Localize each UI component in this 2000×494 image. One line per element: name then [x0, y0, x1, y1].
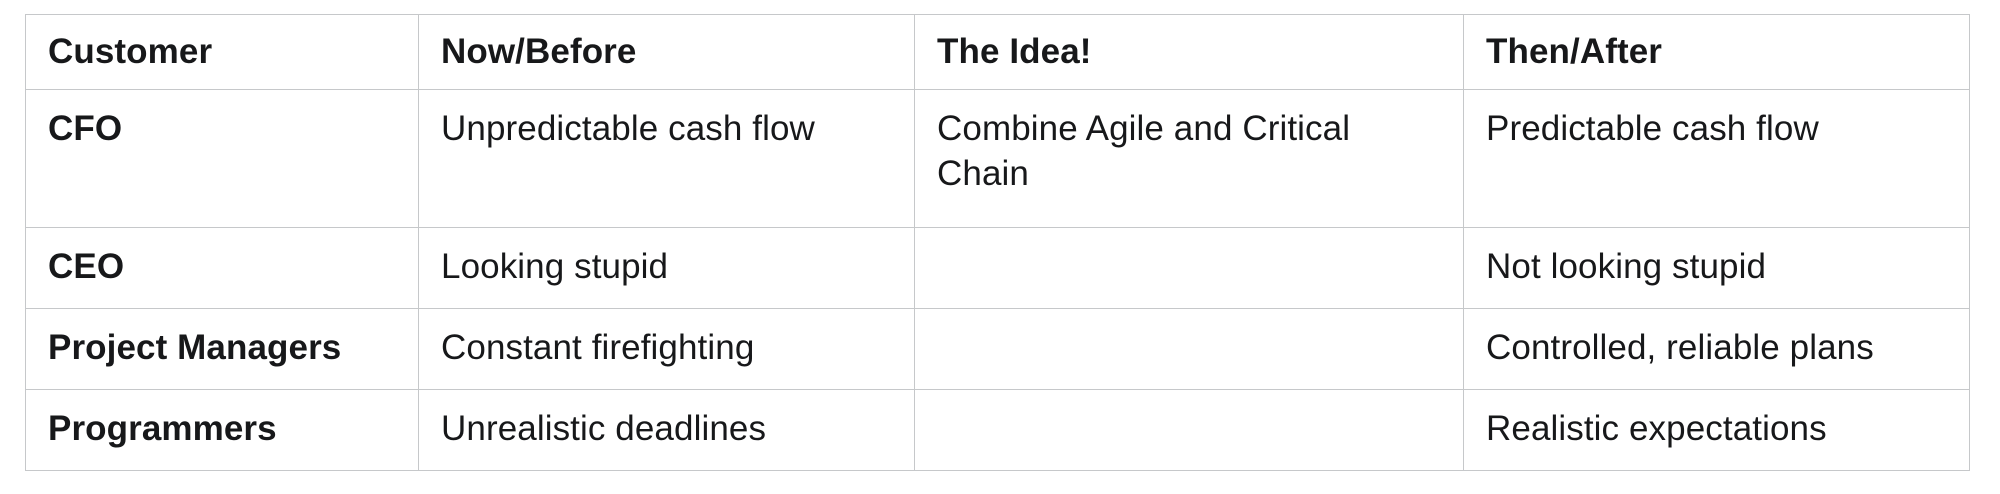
column-header-now-before: Now/Before [418, 14, 915, 90]
cell-now-before: Constant firefighting [418, 307, 915, 390]
table-row: Programmers Unrealistic deadlines Realis… [25, 388, 1970, 471]
column-header-the-idea: The Idea! [914, 14, 1464, 90]
cell-then-after: Controlled, reliable plans [1463, 307, 1970, 390]
cell-the-idea: Combine Agile and Critical Chain [914, 88, 1464, 228]
cell-customer: Programmers [25, 388, 419, 471]
table-header-row: Customer Now/Before The Idea! Then/After [25, 14, 1970, 90]
table-row: CFO Unpredictable cash flow Combine Agil… [25, 88, 1970, 228]
comparison-table: Customer Now/Before The Idea! Then/After… [25, 14, 1970, 471]
cell-then-after: Realistic expectations [1463, 388, 1970, 471]
cell-now-before: Looking stupid [418, 226, 915, 309]
column-header-then-after: Then/After [1463, 14, 1970, 90]
cell-the-idea [914, 307, 1464, 390]
table-row: CEO Looking stupid Not looking stupid [25, 226, 1970, 309]
table-header: Customer Now/Before The Idea! Then/After [25, 14, 1970, 90]
cell-then-after: Predictable cash flow [1463, 88, 1970, 228]
cell-now-before: Unrealistic deadlines [418, 388, 915, 471]
cell-then-after: Not looking stupid [1463, 226, 1970, 309]
cell-the-idea [914, 388, 1464, 471]
table-body: CFO Unpredictable cash flow Combine Agil… [25, 88, 1970, 471]
cell-customer: CFO [25, 88, 419, 228]
cell-customer: Project Managers [25, 307, 419, 390]
cell-the-idea [914, 226, 1464, 309]
cell-customer: CEO [25, 226, 419, 309]
column-header-customer: Customer [25, 14, 419, 90]
table-row: Project Managers Constant firefighting C… [25, 307, 1970, 390]
table-container: Customer Now/Before The Idea! Then/After… [25, 14, 1970, 471]
cell-now-before: Unpredictable cash flow [418, 88, 915, 228]
